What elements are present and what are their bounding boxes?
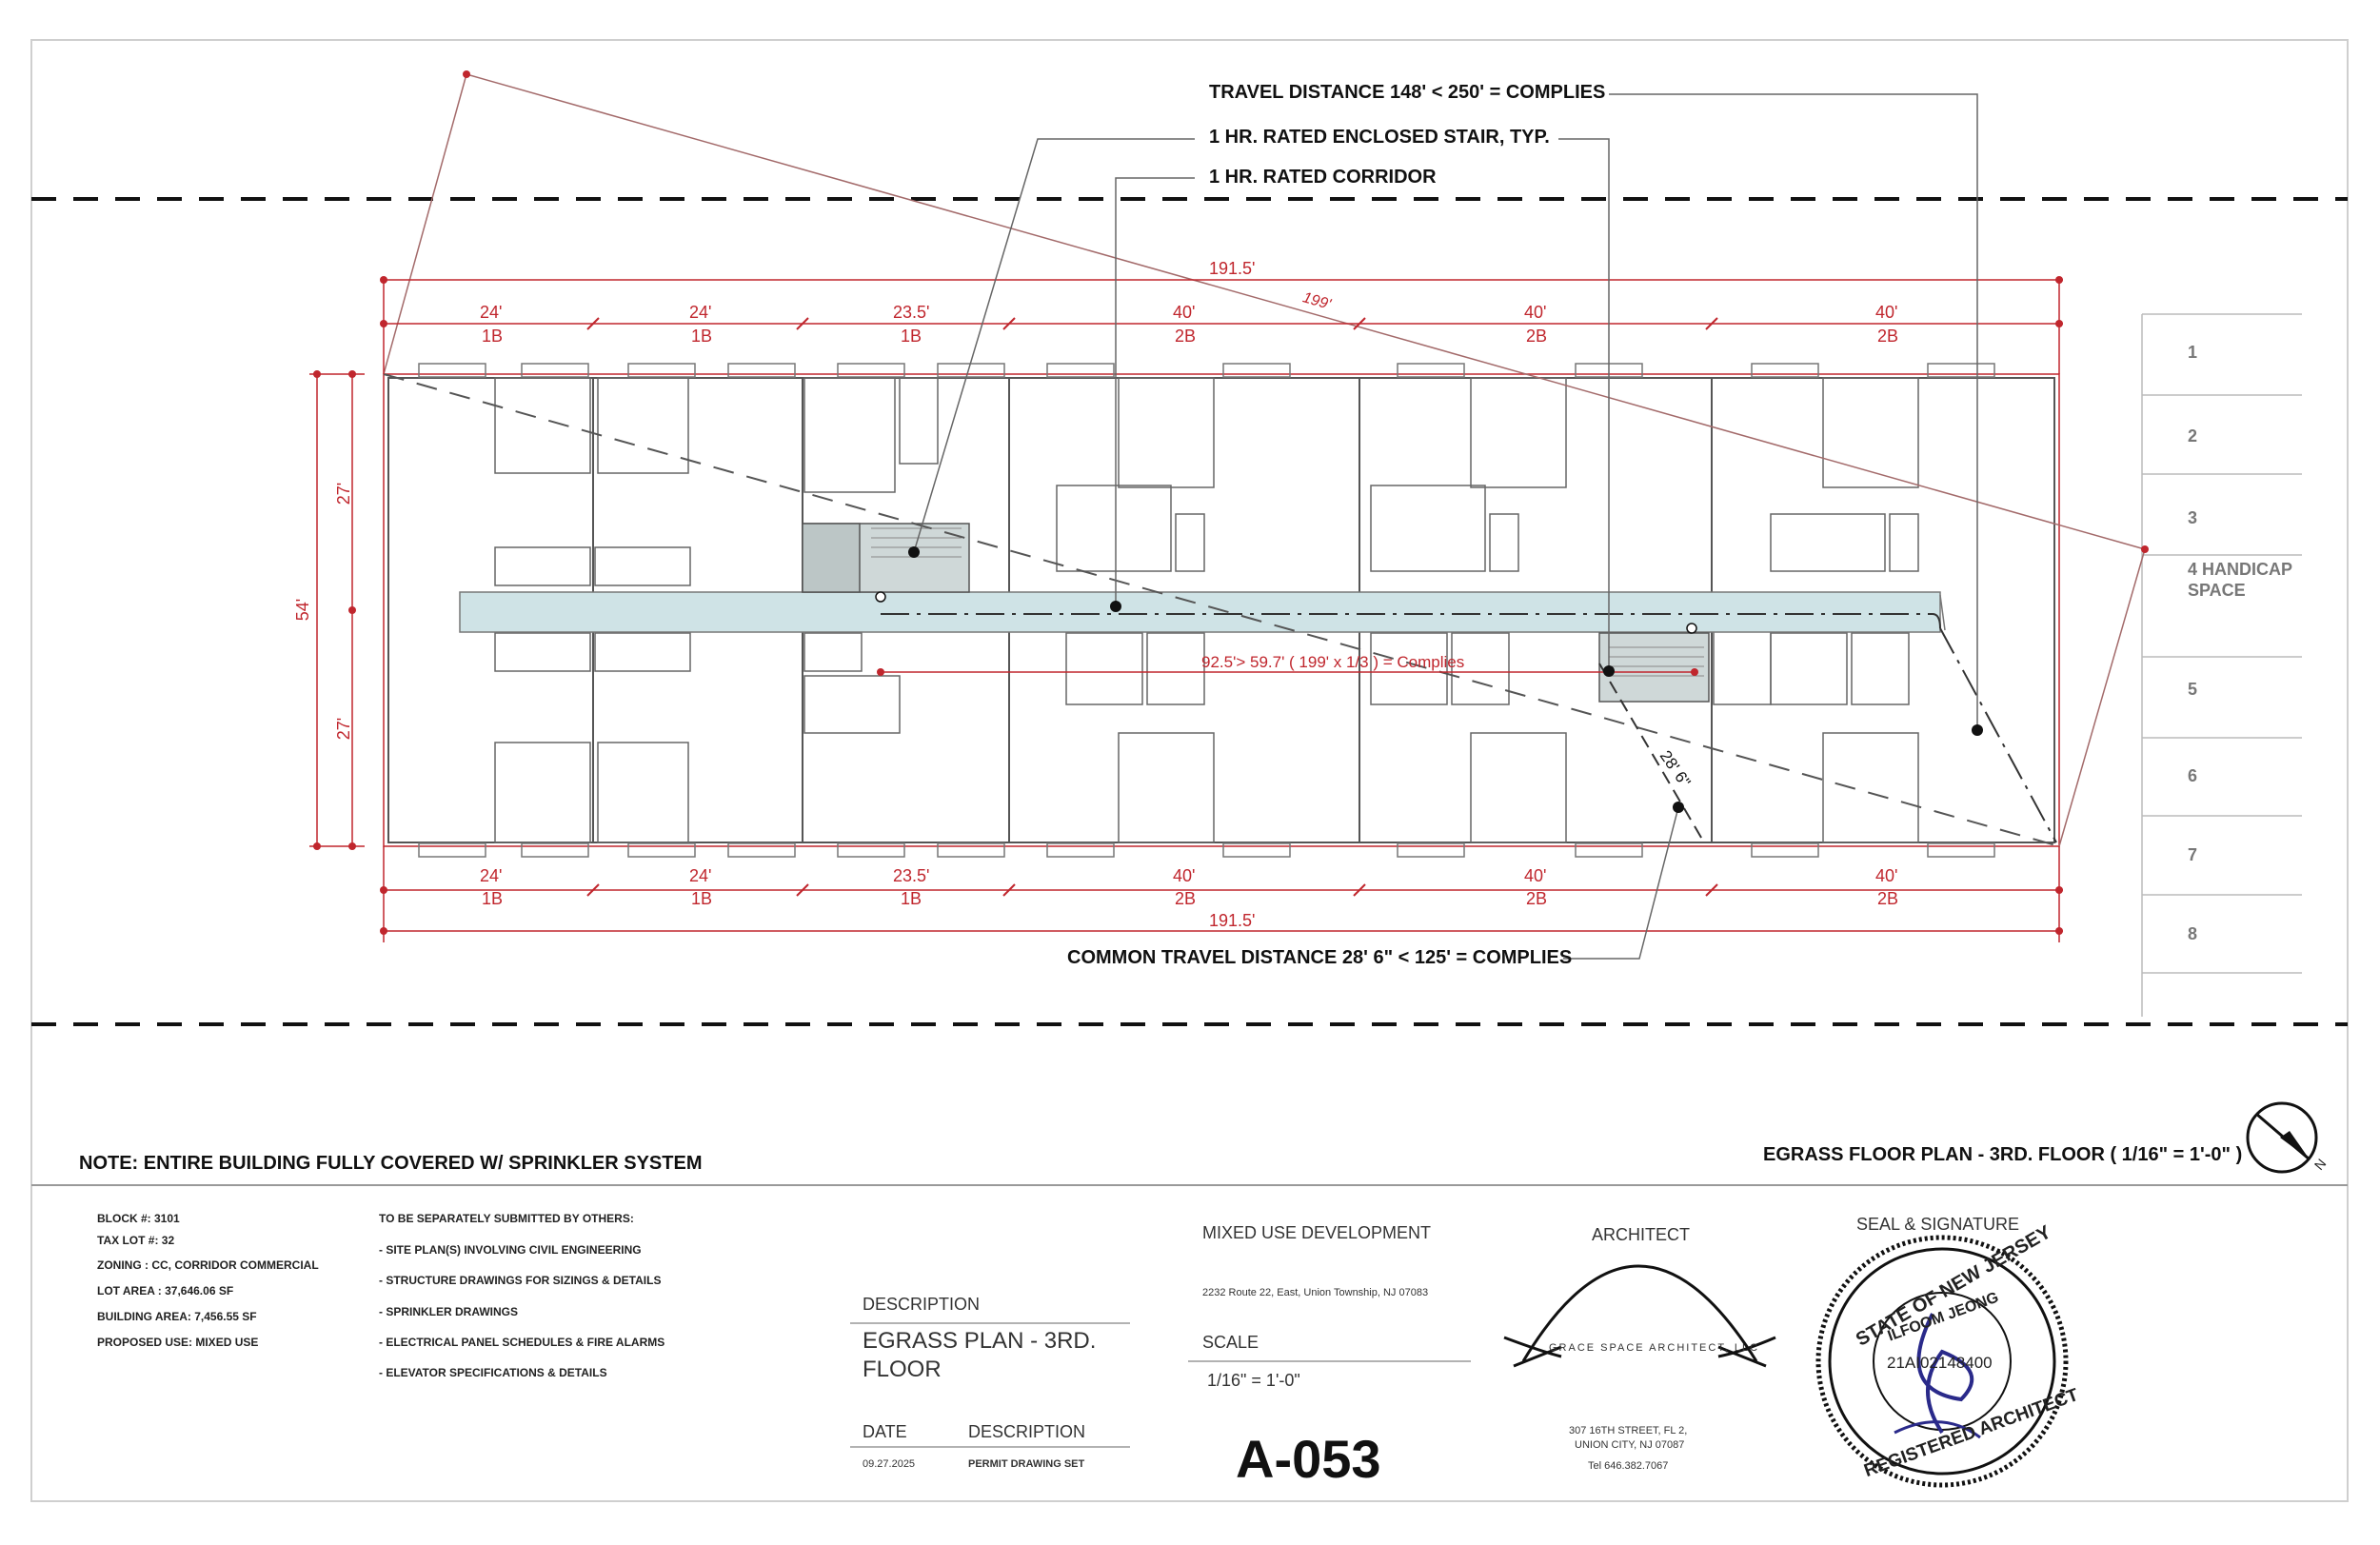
north-arrow-icon xyxy=(2246,1101,2318,1174)
bay-unit-bottom-2: 1B xyxy=(691,889,713,908)
parking-space-7: 7 xyxy=(2188,845,2198,864)
bay-unit-bottom-1: 1B xyxy=(482,889,504,908)
bay-dim-top-6: 40' xyxy=(1875,303,1898,322)
description-line2: FLOOR xyxy=(863,1357,942,1382)
dim-overall-top: 191.5' xyxy=(1209,259,1256,278)
firm-address-1: 307 16TH STREET, FL 2, xyxy=(1569,1425,1688,1436)
project-address: 2232 Route 22, East, Union Township, NJ … xyxy=(1202,1287,1429,1298)
scale-value: 1/16" = 1'-0" xyxy=(1207,1371,1300,1390)
separation-check: 92.5'> 59.7' ( 199' x 1/3 ) = Complies xyxy=(1201,653,1465,671)
tax-lot: TAX LOT #: 32 xyxy=(97,1234,175,1247)
stair-east xyxy=(1598,632,1710,703)
desc-label-2: DESCRIPTION xyxy=(968,1422,1086,1441)
parking-space-4-sub: SPACE xyxy=(2188,581,2246,600)
dim-half-width-top: 27' xyxy=(334,482,354,505)
plan-title: EGRASS FLOOR PLAN - 3RD. FLOOR ( 1/16" =… xyxy=(1763,1144,2243,1165)
parking-space-1: 1 xyxy=(2188,343,2198,362)
sheet-number: A-053 xyxy=(1236,1429,1381,1489)
bay-dim-top-5: 40' xyxy=(1524,303,1547,322)
bay-unit-top-4: 2B xyxy=(1175,327,1197,346)
parking-grid xyxy=(2141,313,2302,1017)
bay-dim-bottom-1: 24' xyxy=(480,866,503,885)
callout-rated-corridor: 1 HR. RATED CORRIDOR xyxy=(1209,167,1437,188)
dim-half-width-bottom: 27' xyxy=(334,717,354,741)
proposed-use: PROPOSED USE: MIXED USE xyxy=(97,1336,259,1349)
bay-dim-bottom-4: 40' xyxy=(1173,866,1196,885)
firm-name: GRACE SPACE ARCHITECT, LLC xyxy=(1549,1342,1760,1354)
architect-seal-icon xyxy=(1815,1235,2069,1488)
submittal-item: - SITE PLAN(S) INVOLVING CIVIL ENGINEERI… xyxy=(379,1243,642,1257)
travel-distance-lines xyxy=(383,73,2146,847)
title-block-lines xyxy=(850,1322,1471,1448)
description-label: DESCRIPTION xyxy=(863,1295,981,1314)
bay-dim-bottom-5: 40' xyxy=(1524,866,1547,885)
building-outline xyxy=(383,373,2060,847)
dim-overall-width: 54' xyxy=(293,598,313,622)
submittal-item: - ELEVATOR SPECIFICATIONS & DETAILS xyxy=(379,1366,607,1379)
sheet-border xyxy=(30,39,2349,1502)
sprinkler-note: NOTE: ENTIRE BUILDING FULLY COVERED W/ S… xyxy=(79,1153,703,1174)
bay-unit-top-5: 2B xyxy=(1526,327,1548,346)
parking-space-2: 2 xyxy=(2188,426,2198,446)
parking-space-6: 6 xyxy=(2188,766,2198,785)
seal-license: 21AI02148400 xyxy=(1887,1354,1993,1372)
zoning: ZONING : CC, CORRIDOR COMMERCIAL xyxy=(97,1258,319,1272)
submittal-item: - STRUCTURE DRAWINGS FOR SIZINGS & DETAI… xyxy=(379,1274,662,1287)
seal-label: SEAL & SIGNATURE xyxy=(1856,1215,2020,1234)
bay-unit-top-1: 1B xyxy=(482,327,504,346)
bay-dim-bottom-2: 24' xyxy=(689,866,712,885)
bay-dim-top-2: 24' xyxy=(689,303,712,322)
description-line1: EGRASS PLAN - 3RD. xyxy=(863,1328,1097,1354)
dim-overall-bottom: 191.5' xyxy=(1209,911,1256,930)
callout-enclosed-stair: 1 HR. RATED ENCLOSED STAIR, TYP. xyxy=(1209,127,1550,148)
architect-label: ARCHITECT xyxy=(1592,1225,1690,1244)
lot-area: LOT AREA : 37,646.06 SF xyxy=(97,1284,234,1297)
callout-leaders xyxy=(913,93,1978,960)
parking-space-8: 8 xyxy=(2188,924,2198,943)
bay-dim-top-4: 40' xyxy=(1173,303,1196,322)
corridor xyxy=(459,591,1941,633)
dimension-ticks xyxy=(313,276,2063,935)
submittals-heading: TO BE SEPARATELY SUBMITTED BY OTHERS: xyxy=(379,1212,634,1225)
firm-tel: Tel 646.382.7067 xyxy=(1588,1460,1669,1472)
architect-logo-icon xyxy=(1503,1264,1776,1368)
scale-label: SCALE xyxy=(1202,1333,1259,1352)
bay-unit-bottom-6: 2B xyxy=(1877,889,1899,908)
parking-space-4: 4 HANDICAP xyxy=(2188,560,2293,579)
unit-rooms xyxy=(494,377,1919,843)
firm-address-2: UNION CITY, NJ 07087 xyxy=(1575,1439,1685,1451)
submittal-item: - ELECTRICAL PANEL SCHEDULES & FIRE ALAR… xyxy=(379,1336,665,1349)
block-number: BLOCK #: 3101 xyxy=(97,1212,180,1225)
bay-unit-top-2: 1B xyxy=(691,327,713,346)
parking-space-3: 3 xyxy=(2188,508,2198,527)
building-diagonal xyxy=(383,373,2060,847)
bay-dim-top-1: 24' xyxy=(480,303,503,322)
building-area: BUILDING AREA: 7,456.55 SF xyxy=(97,1310,257,1323)
egress-path xyxy=(881,613,1941,629)
bay-unit-bottom-3: 1B xyxy=(901,889,922,908)
bay-unit-bottom-5: 2B xyxy=(1526,889,1548,908)
submittal-item: - SPRINKLER DRAWINGS xyxy=(379,1305,519,1318)
date-label: DATE xyxy=(863,1422,907,1441)
bay-dim-top-3: 23.5' xyxy=(893,303,930,322)
callout-common-travel: COMMON TRAVEL DISTANCE 28' 6" < 125' = C… xyxy=(1067,947,1573,968)
parking-space-5: 5 xyxy=(2188,680,2198,699)
date-value: 09.27.2025 xyxy=(863,1458,916,1470)
bay-unit-top-6: 2B xyxy=(1877,327,1899,346)
bay-unit-top-3: 1B xyxy=(901,327,922,346)
project-name: MIXED USE DEVELOPMENT xyxy=(1202,1223,1432,1242)
callout-travel-distance: TRAVEL DISTANCE 148' < 250' = COMPLIES xyxy=(1209,82,1606,103)
bay-dim-bottom-6: 40' xyxy=(1875,866,1898,885)
bay-dim-bottom-3: 23.5' xyxy=(893,866,930,885)
bay-unit-bottom-4: 2B xyxy=(1175,889,1197,908)
desc-value: PERMIT DRAWING SET xyxy=(968,1458,1085,1470)
dimension-lines xyxy=(309,279,2063,942)
